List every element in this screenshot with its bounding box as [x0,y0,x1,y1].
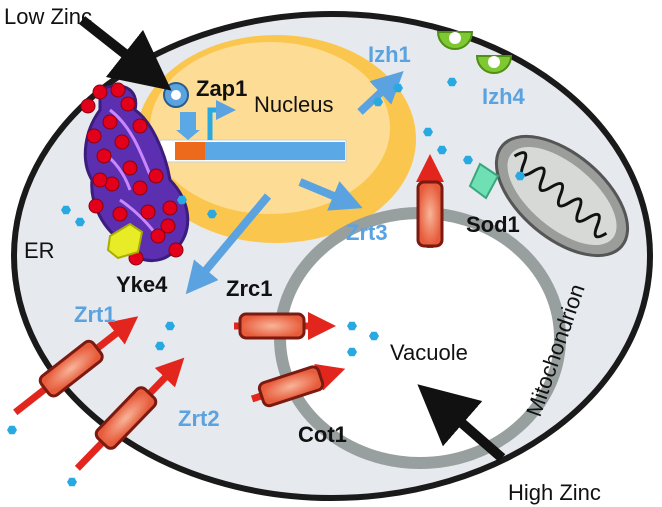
zinc-ion [155,341,165,351]
zinc-ion [437,145,447,155]
zrt1-label: Zrt1 [74,302,116,327]
zap1-icon [163,82,200,140]
low-zinc-label: Low Zinc [4,4,92,29]
izh4-label: Izh4 [482,84,526,109]
er-label: ER [24,238,55,263]
er-dot [92,84,108,100]
zinc-ion [165,321,175,331]
zrt2-label: Zrt2 [178,406,220,431]
arrow-nucleus-to-zrt1 [185,193,272,295]
nucleus-inner [150,42,390,214]
er-dot [110,82,126,98]
er-ribosome-dots [80,82,184,266]
zinc-ion [369,331,379,341]
vacuole-label: Vacuole [390,340,468,365]
zinc-ion [7,425,17,435]
zinc-ion [373,97,383,107]
gene-region [205,142,345,160]
endoplasmic-reticulum [83,84,190,262]
zap1-label: Zap1 [196,76,247,101]
zrt3-label: Zrt3 [346,220,388,245]
er-dot [86,128,102,144]
zinc-ion [61,205,71,215]
zrt3-transporter [416,154,444,248]
er-dot [150,228,166,244]
zinc-ion [177,195,187,205]
zinc-ion [393,83,403,93]
nucleus-label: Nucleus [254,92,333,117]
er-dot [140,204,156,220]
er-dot [112,206,128,222]
er-dot [102,114,118,130]
arrow-nucleus-to-izh1 [357,71,404,115]
zrt1-transporter [13,316,139,416]
er-dot [168,242,184,258]
zrc1-label: Zrc1 [226,276,272,301]
izh4-proteins [436,31,513,74]
zrt2-transporter [74,357,185,471]
sod1-protein [468,162,500,200]
zrc1-transporter [234,312,336,340]
zinc-ion [347,347,357,357]
transcription-start-arrow [207,100,236,140]
er-dot [120,96,136,112]
er-dot [132,118,148,134]
zinc-ion [67,477,77,487]
izh1-label: Izh1 [368,42,411,67]
high-zinc-label: High Zinc [508,480,601,505]
yke4-label: Yke4 [116,272,168,297]
er-dot [80,98,96,114]
zinc-ion [447,77,457,87]
er-dot [122,160,138,176]
zinc-ion [347,321,357,331]
cot1-label: Cot1 [298,422,347,447]
zinc-ion [75,217,85,227]
mitochondrion [494,134,630,258]
zinc-ion [515,171,525,181]
er-dot [162,200,178,216]
er-dot [132,180,148,196]
zinc-ion [423,127,433,137]
zinc-ion [463,155,473,165]
zinc-ion [207,209,217,219]
high-zinc-arrow [417,384,506,462]
er-dot [88,198,104,214]
zinc-ions [7,77,525,487]
sod1-label: Sod1 [466,212,520,237]
arrow-nucleus-to-vacuole [298,178,363,211]
er-dot [96,148,112,164]
yke4-protein [106,222,144,260]
er-dot [92,172,108,188]
low-zinc-arrow [78,16,172,91]
er-dot [160,218,176,234]
er-dot [114,134,130,150]
zap1-binding-site [175,142,205,160]
er-dot [148,168,164,184]
cot1-transporter [250,364,346,408]
